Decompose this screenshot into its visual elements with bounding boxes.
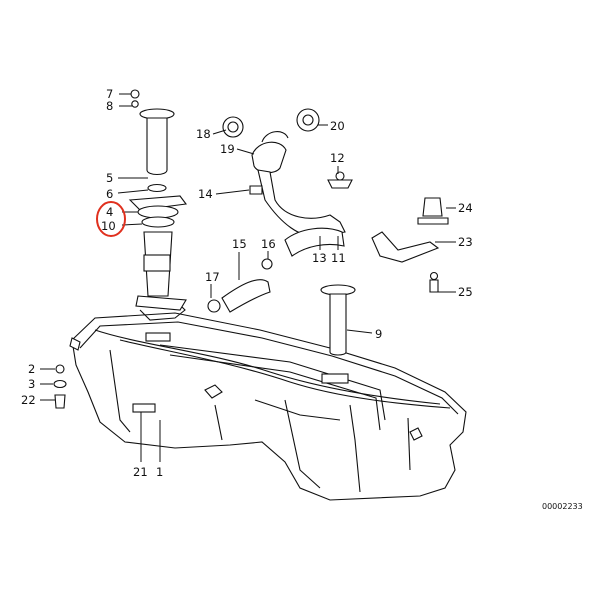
- mounting-bracket: [371, 197, 449, 293]
- callout-20: 20: [330, 119, 345, 133]
- leader-lines: [40, 93, 456, 462]
- highlight-ring: [96, 201, 126, 237]
- callout-4: 4: [106, 205, 113, 219]
- breather-valve: [327, 171, 353, 189]
- callout-8: 8: [106, 99, 113, 113]
- mounting-hardware: [53, 364, 67, 409]
- callout-14: 14: [198, 187, 213, 201]
- callout-15: 15: [232, 237, 247, 251]
- callout-1: 1: [156, 465, 163, 479]
- callout-11: 11: [331, 251, 346, 265]
- callout-21: 21: [133, 465, 148, 479]
- callout-labels: 7 8 5 6 4 10 18 19 20 14 12 24 23 25 15 …: [21, 87, 473, 479]
- callout-13: 13: [312, 251, 327, 265]
- callout-18: 18: [196, 127, 211, 141]
- callout-23: 23: [458, 235, 473, 249]
- callout-22: 22: [21, 393, 36, 407]
- callout-7: 7: [106, 87, 113, 101]
- callout-25: 25: [458, 285, 473, 299]
- fuel-pump-assembly: [128, 89, 188, 311]
- callout-12: 12: [330, 151, 345, 165]
- callout-6: 6: [106, 187, 113, 201]
- callout-3: 3: [28, 377, 35, 391]
- filler-neck-assembly: [207, 108, 346, 313]
- callout-10: 10: [101, 219, 116, 233]
- fuel-tank: [69, 299, 467, 501]
- callout-19: 19: [220, 142, 235, 156]
- callout-16: 16: [261, 237, 276, 251]
- callout-5: 5: [106, 171, 113, 185]
- callout-9: 9: [375, 327, 382, 341]
- catalog-number: 00002233: [542, 502, 583, 511]
- callout-17: 17: [205, 270, 220, 284]
- tank-sender: [320, 284, 356, 356]
- callout-24: 24: [458, 201, 473, 215]
- callout-2: 2: [28, 362, 35, 376]
